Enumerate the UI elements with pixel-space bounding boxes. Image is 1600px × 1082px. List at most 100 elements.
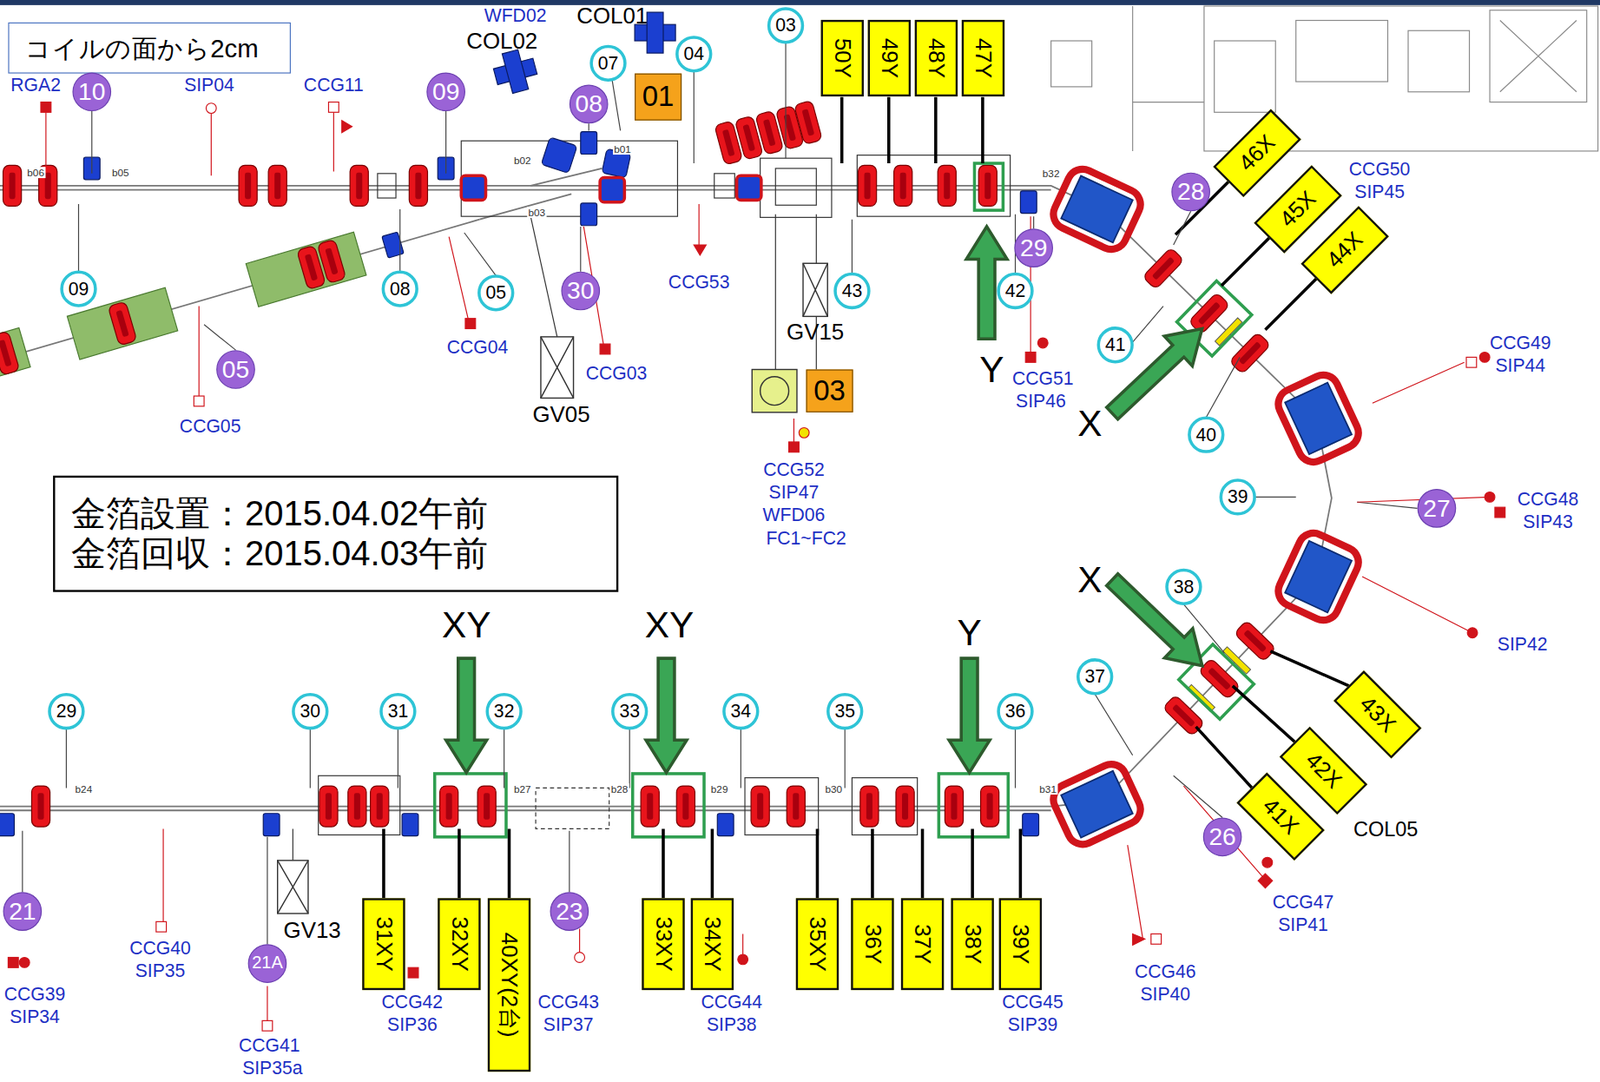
gauge-label: RGA2 bbox=[10, 75, 61, 96]
gauge-label: SIP39 bbox=[1007, 1015, 1059, 1036]
gauge-label: FC1~FC2 bbox=[765, 528, 846, 549]
axis-label: X bbox=[1077, 559, 1102, 600]
node-text: 43X bbox=[1354, 691, 1402, 738]
part-label: COL02 bbox=[466, 29, 538, 54]
coil-tag: 34XY bbox=[691, 897, 734, 990]
node-text: 03 bbox=[813, 374, 846, 408]
coil-tag: 39Y bbox=[999, 897, 1042, 990]
part-label: b01 bbox=[612, 143, 633, 155]
section-number: 35 bbox=[826, 692, 863, 730]
callout-number: 10 bbox=[72, 72, 112, 112]
node-text: 28 bbox=[1177, 177, 1205, 206]
part-label: b05 bbox=[111, 166, 131, 178]
node-text: 34XY bbox=[699, 916, 726, 972]
gauge-label: CCG45 bbox=[1001, 993, 1064, 1014]
node-text: コイルの面から2cm bbox=[25, 32, 258, 63]
part-label: b28 bbox=[609, 783, 629, 795]
gauge-label: SIP42 bbox=[1497, 634, 1548, 655]
gauge-label: SIP35 bbox=[135, 961, 186, 982]
gauge-label: CCG43 bbox=[537, 993, 600, 1014]
coil-tag: 37Y bbox=[901, 897, 944, 990]
node-text: 30 bbox=[300, 700, 322, 722]
node-text: 07 bbox=[598, 52, 619, 74]
node-text: 27 bbox=[1422, 493, 1450, 522]
node-text: 39 bbox=[1227, 486, 1249, 507]
node-text: 49Y bbox=[875, 38, 903, 79]
gauge-label: CCG52 bbox=[763, 460, 825, 481]
gauge-label: CCG04 bbox=[447, 337, 509, 358]
node-text: 29 bbox=[1020, 233, 1047, 262]
gauge-label: CCG53 bbox=[668, 272, 731, 293]
gauge-label: WFD02 bbox=[484, 6, 547, 27]
part-label: COL01 bbox=[576, 4, 648, 29]
gauge-label: CCG49 bbox=[1489, 333, 1552, 354]
coil-tag: 46X bbox=[1212, 109, 1301, 198]
coil-tag: 43X bbox=[1333, 670, 1422, 758]
coil-tag: 48Y bbox=[914, 19, 957, 97]
gauge-label: CCG46 bbox=[1134, 962, 1197, 983]
node-text: 50Y bbox=[829, 38, 856, 79]
node-text: 05 bbox=[485, 282, 507, 303]
coil-tag: 36Y bbox=[850, 897, 894, 990]
node-text: 01 bbox=[642, 80, 675, 114]
section-number: 05 bbox=[477, 274, 514, 311]
section-number: 31 bbox=[379, 692, 416, 730]
node-text: 40 bbox=[1196, 424, 1218, 446]
part-label: b03 bbox=[526, 206, 547, 218]
gauge-label: WFD06 bbox=[763, 505, 826, 526]
axis-label: Y bbox=[979, 348, 1004, 390]
section-number: 40 bbox=[1187, 416, 1225, 454]
node-text: 33XY bbox=[650, 916, 677, 972]
node-text: 21A bbox=[251, 953, 284, 974]
gauge-label: CCG39 bbox=[4, 984, 66, 1005]
part-label: b02 bbox=[513, 154, 533, 166]
gauge-label: SIP46 bbox=[1015, 391, 1067, 412]
node-text: 05 bbox=[222, 355, 250, 383]
part-label: b27 bbox=[513, 783, 533, 795]
gauge-label: CCG03 bbox=[586, 364, 648, 385]
gauge-label: SIP40 bbox=[1139, 984, 1191, 1005]
part-label: b30 bbox=[823, 783, 843, 795]
callout-number: 08 bbox=[569, 85, 609, 125]
callout-number: 30 bbox=[560, 271, 600, 311]
section-number: 09 bbox=[59, 269, 97, 307]
node-text: 金箔回収：2015.04.03午前 bbox=[71, 533, 488, 574]
node-text: 46X bbox=[1233, 130, 1281, 178]
gauge-label: SIP44 bbox=[1494, 355, 1546, 376]
node-text: 04 bbox=[683, 43, 705, 65]
node-text: 31XY bbox=[370, 916, 397, 972]
section-number: 03 bbox=[767, 6, 804, 44]
gauge-label: CCG50 bbox=[1349, 160, 1411, 181]
part-label: b06 bbox=[26, 166, 46, 178]
section-number: 07 bbox=[589, 45, 626, 82]
callout-number: 29 bbox=[1013, 228, 1054, 268]
gauge-label: CCG47 bbox=[1272, 893, 1335, 914]
gauge-label: SIP41 bbox=[1277, 915, 1329, 935]
gauge-label: CCG41 bbox=[238, 1035, 301, 1056]
section-number: 38 bbox=[1165, 568, 1202, 606]
node-text: 33 bbox=[618, 700, 640, 722]
gauge-label: SIP45 bbox=[1354, 183, 1405, 204]
node-text: 34 bbox=[730, 700, 752, 722]
node-text: 09 bbox=[68, 277, 90, 299]
coil-tag: 33XY bbox=[641, 897, 685, 990]
node-text: 26 bbox=[1208, 823, 1236, 851]
node-text: 10 bbox=[78, 78, 106, 106]
section-number: 37 bbox=[1076, 658, 1113, 695]
gauge-label: CCG40 bbox=[129, 938, 191, 959]
section-number: 42 bbox=[996, 272, 1034, 310]
gauge-label: CCG11 bbox=[303, 75, 364, 96]
node-text: 03 bbox=[775, 14, 797, 36]
section-number: 34 bbox=[722, 692, 759, 730]
callout-number: 05 bbox=[216, 349, 256, 389]
node-text: 31 bbox=[388, 700, 409, 722]
part-label: b32 bbox=[1041, 167, 1061, 179]
coil-tag: 49Y bbox=[867, 19, 910, 97]
part-label: COL05 bbox=[1353, 816, 1418, 840]
section-number: 08 bbox=[381, 269, 419, 307]
section-number: 39 bbox=[1219, 478, 1257, 515]
node-text: 09 bbox=[432, 78, 460, 106]
gauge-label: CCG05 bbox=[179, 417, 242, 438]
